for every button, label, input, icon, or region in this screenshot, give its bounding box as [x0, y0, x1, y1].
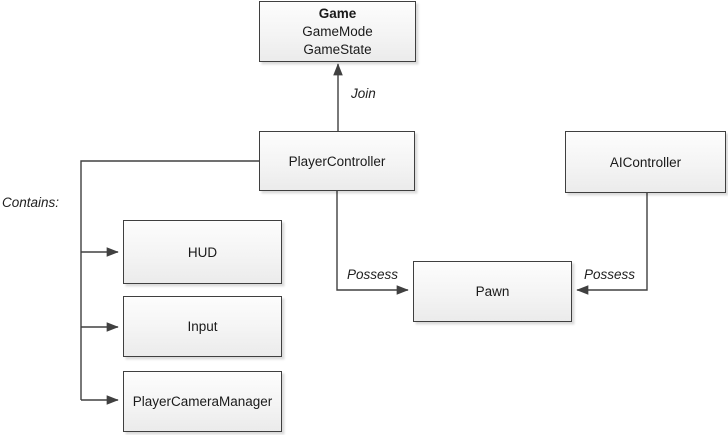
node-ai-controller: AIController [565, 131, 726, 193]
node-hud: HUD [123, 220, 282, 284]
node-input: Input [123, 296, 282, 357]
node-player-controller: PlayerController [259, 131, 415, 191]
node-player-camera-manager-label: PlayerCameraManager [132, 394, 273, 409]
node-game-subtitle-gamemode: GameMode [302, 23, 373, 39]
edge-label-possess-right: Possess [584, 267, 636, 282]
node-player-camera-manager: PlayerCameraManager [123, 371, 282, 432]
node-player-controller-label: PlayerController [288, 153, 386, 169]
node-hud-label: HUD [187, 244, 218, 260]
connector-possess-left-arrow [336, 191, 409, 295]
edge-label-contains: Contains: [2, 195, 60, 210]
node-pawn-label: Pawn [475, 284, 510, 299]
node-game-text: Game GameMode GameState [302, 5, 373, 59]
edge-label-join: Join [351, 86, 376, 101]
node-game: Game GameMode GameState [259, 1, 416, 62]
node-ai-controller-label: AIController [609, 154, 682, 170]
node-input-label: Input [187, 319, 218, 334]
node-pawn: Pawn [413, 261, 572, 322]
connector-possess-right-arrow [576, 193, 648, 295]
node-game-title: Game [318, 5, 357, 21]
edge-label-possess-left: Possess [347, 267, 399, 282]
connector-contains-spine [80, 160, 259, 400]
node-game-subtitle-gamestate: GameState [303, 41, 372, 57]
